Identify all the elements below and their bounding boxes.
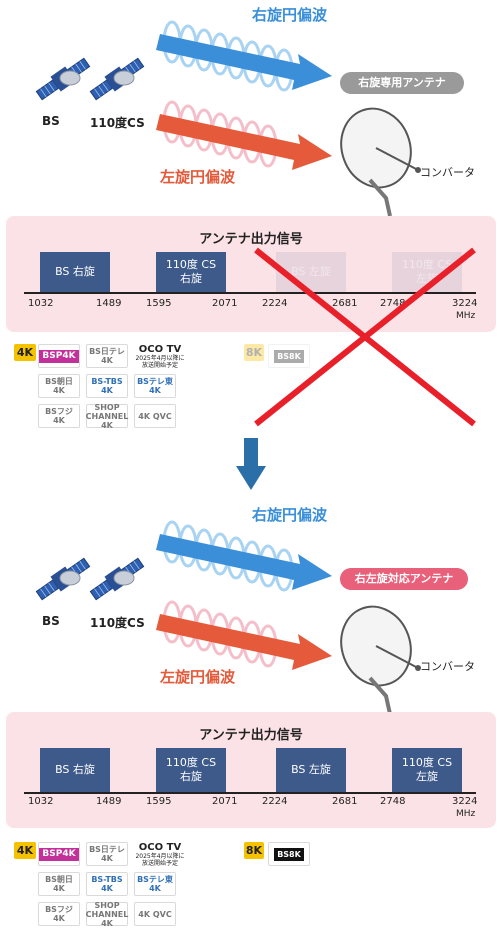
left-wave-label: 左旋円偏波 [160,168,236,186]
output-signal-title: アンテナ出力信号 [199,232,303,247]
band-bs-left: BS 左旋 [276,748,346,792]
satellite-label-bs: BS [42,114,60,128]
converter-label: コンバータ [420,660,475,673]
satellite-label-bs: BS [42,614,60,628]
logo-bs-tbs-4k: BS-TBS 4K [86,374,128,398]
satellite-icon [89,57,145,101]
frequency-axis [24,792,476,794]
logo-bs8k: BS8K [268,842,310,866]
logo-bs-fuji-4k: BSフジ 4K [38,404,80,428]
logo-4k-qvc: 4K QVC [134,902,176,926]
badge-4k: 4K [14,344,36,361]
logo-4k-qvc: 4K QVC [134,404,176,428]
tick-label: 1489 [96,796,122,807]
band-bs-right: BS 右旋 [40,748,110,792]
frequency-axis [24,292,476,294]
converter-label: コンバータ [420,166,475,179]
unit-label: MHz [456,311,476,321]
satellite-label-cs: 110度CS [90,116,145,130]
left-wave-label: 左旋円偏波 [160,668,236,686]
logo-bs-tbs-4k: BS-TBS 4K [86,872,128,896]
satellite-label-cs: 110度CS [90,616,145,630]
tick-label: 1032 [28,298,54,309]
logo-bs-fuji-4k: BSフジ 4K [38,902,80,926]
right-wave-label: 右旋円偏波 [252,6,328,24]
logo-bs-tvtokyo-4k: BSテレ東 4K [134,374,176,398]
tick-label: 2748 [380,298,406,309]
logo-bs-asahi-4k: BS朝日 4K [38,374,80,398]
tick-label: 2071 [212,298,238,309]
tick-label: 1489 [96,298,122,309]
badge-8k: 8K [244,842,264,859]
unit-label: MHz [456,809,476,819]
logo-bs-ntv-4k: BS日テレ 4K [86,842,128,866]
output-signal-title: アンテナ出力信号 [199,728,303,743]
band-bs-right: BS 右旋 [40,252,110,292]
left-circular-wave-arrow [156,100,332,170]
left-circular-wave-arrow [156,600,332,670]
parabolic-antenna-icon [340,605,421,715]
tick-label: 3224 [452,796,478,807]
logo-bs-tvtokyo-4k: BSテレ東 4K [134,872,176,896]
logo-shop-channel-4k: SHOP CHANNEL 4K [85,900,129,928]
satellite-icon [89,557,145,601]
tick-label: 2224 [262,298,288,309]
logo-shop-channel-4k: SHOP CHANNEL 4K [85,402,129,430]
badge-4k: 4K [14,842,36,859]
tick-label: 2748 [380,796,406,807]
satellite-icon [35,557,91,601]
right-circular-wave-arrow [156,520,332,592]
satellite-icon [35,57,91,101]
right-circular-wave-arrow [156,20,332,92]
tick-label: 1032 [28,796,54,807]
tick-label: 3224 [452,298,478,309]
logo-bs-ntv-4k: BS日テレ 4K [86,344,128,368]
parabolic-antenna-icon [340,107,421,217]
cross-mark-icon [254,247,476,427]
right-wave-label: 右旋円偏波 [252,506,328,524]
antenna-type-label: 右左旋対応アンテナ [340,568,468,590]
antenna-type-label: 右旋専用アンテナ [340,72,464,94]
logo-bs-asahi-4k: BS朝日 4K [38,872,80,896]
logo-bsp4k: BSP4K [38,842,80,866]
tick-label: 2681 [332,298,358,309]
down-arrow-icon [236,438,266,490]
tick-label: 2681 [332,796,358,807]
badge-8k: 8K [244,344,264,361]
tick-label: 1595 [146,796,172,807]
logo-bs8k: BS8K [268,344,310,368]
tick-label: 2071 [212,796,238,807]
tick-label: 2224 [262,796,288,807]
tick-label: 1595 [146,298,172,309]
logo-bsp4k: BSP4K [38,344,80,368]
